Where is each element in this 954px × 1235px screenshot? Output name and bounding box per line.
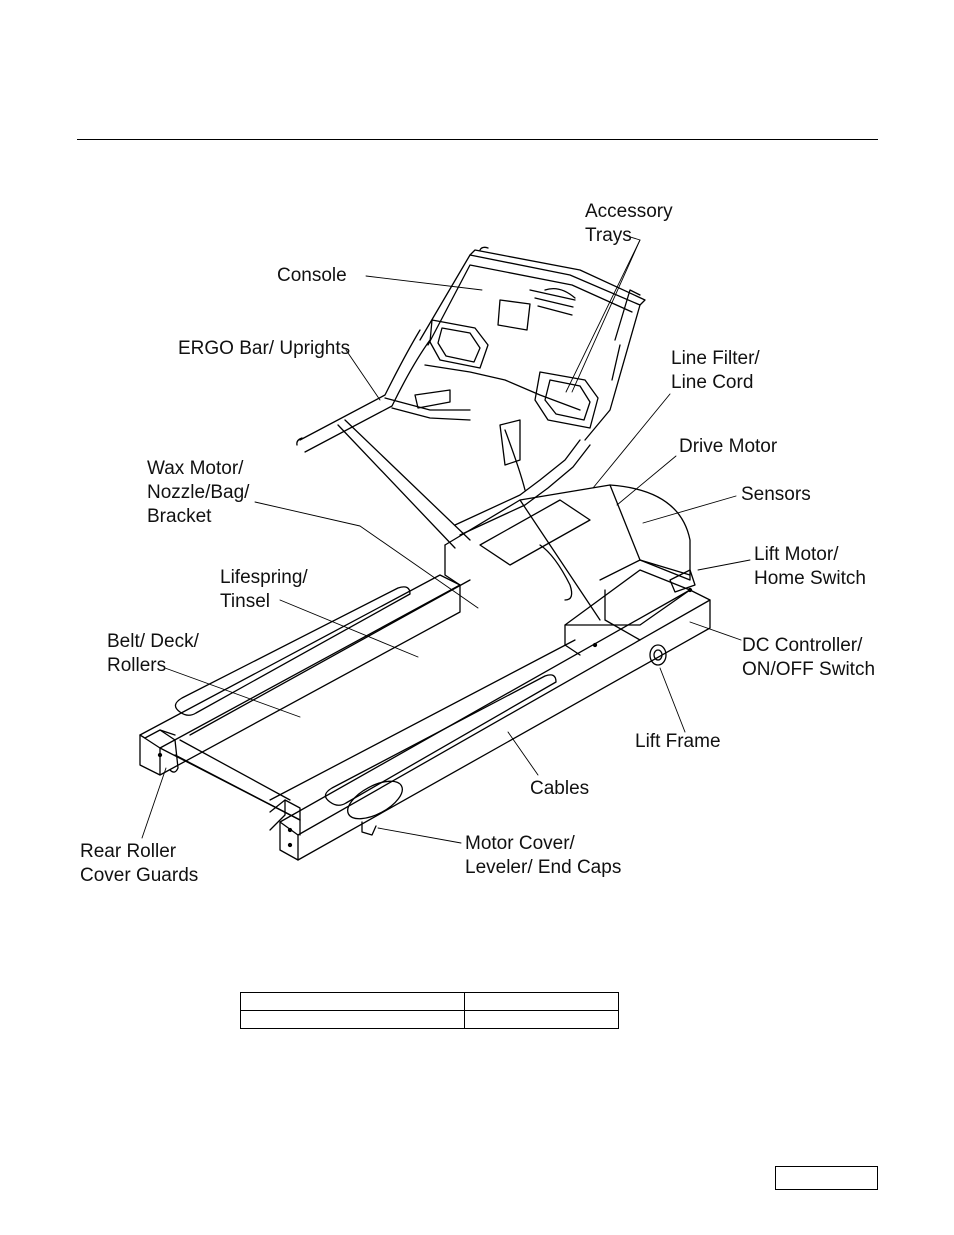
table-cell [464, 992, 619, 1011]
label-sensors: Sensors [741, 484, 811, 505]
label-accessory-trays: Accessory Trays [585, 201, 673, 246]
label-drive-motor: Drive Motor [679, 436, 778, 457]
label-rear-roller: Rear Roller Cover Guards [80, 841, 199, 886]
label-lift-frame: Lift Frame [635, 731, 721, 752]
label-line-filter: Line Filter/ Line Cord [671, 348, 760, 393]
table-cell [240, 992, 465, 1011]
label-dc-controller: DC Controller/ ON/OFF Switch [742, 635, 876, 680]
leader-lines [141, 235, 751, 844]
table-row [240, 992, 619, 1011]
label-belt-deck: Belt/ Deck/ Rollers [107, 631, 199, 676]
treadmill-illustration [139, 246, 711, 861]
table-cell [464, 1010, 619, 1029]
header-rule [77, 139, 878, 140]
label-ergo-bar: ERGO Bar/ Uprights [178, 338, 351, 359]
table-cell [240, 1010, 465, 1029]
label-wax-motor: Wax Motor/ Nozzle/Bag/ Bracket [147, 458, 250, 527]
label-lifespring: Lifespring/ Tinsel [220, 567, 308, 612]
label-motor-cover: Motor Cover/ Leveler/ End Caps [465, 833, 622, 878]
info-table [240, 992, 619, 1029]
label-lift-motor: Lift Motor/ Home Switch [754, 544, 866, 589]
table-row [240, 1010, 619, 1029]
label-console: Console [277, 265, 347, 286]
page-number-box [775, 1166, 878, 1190]
label-cables: Cables [530, 778, 590, 799]
